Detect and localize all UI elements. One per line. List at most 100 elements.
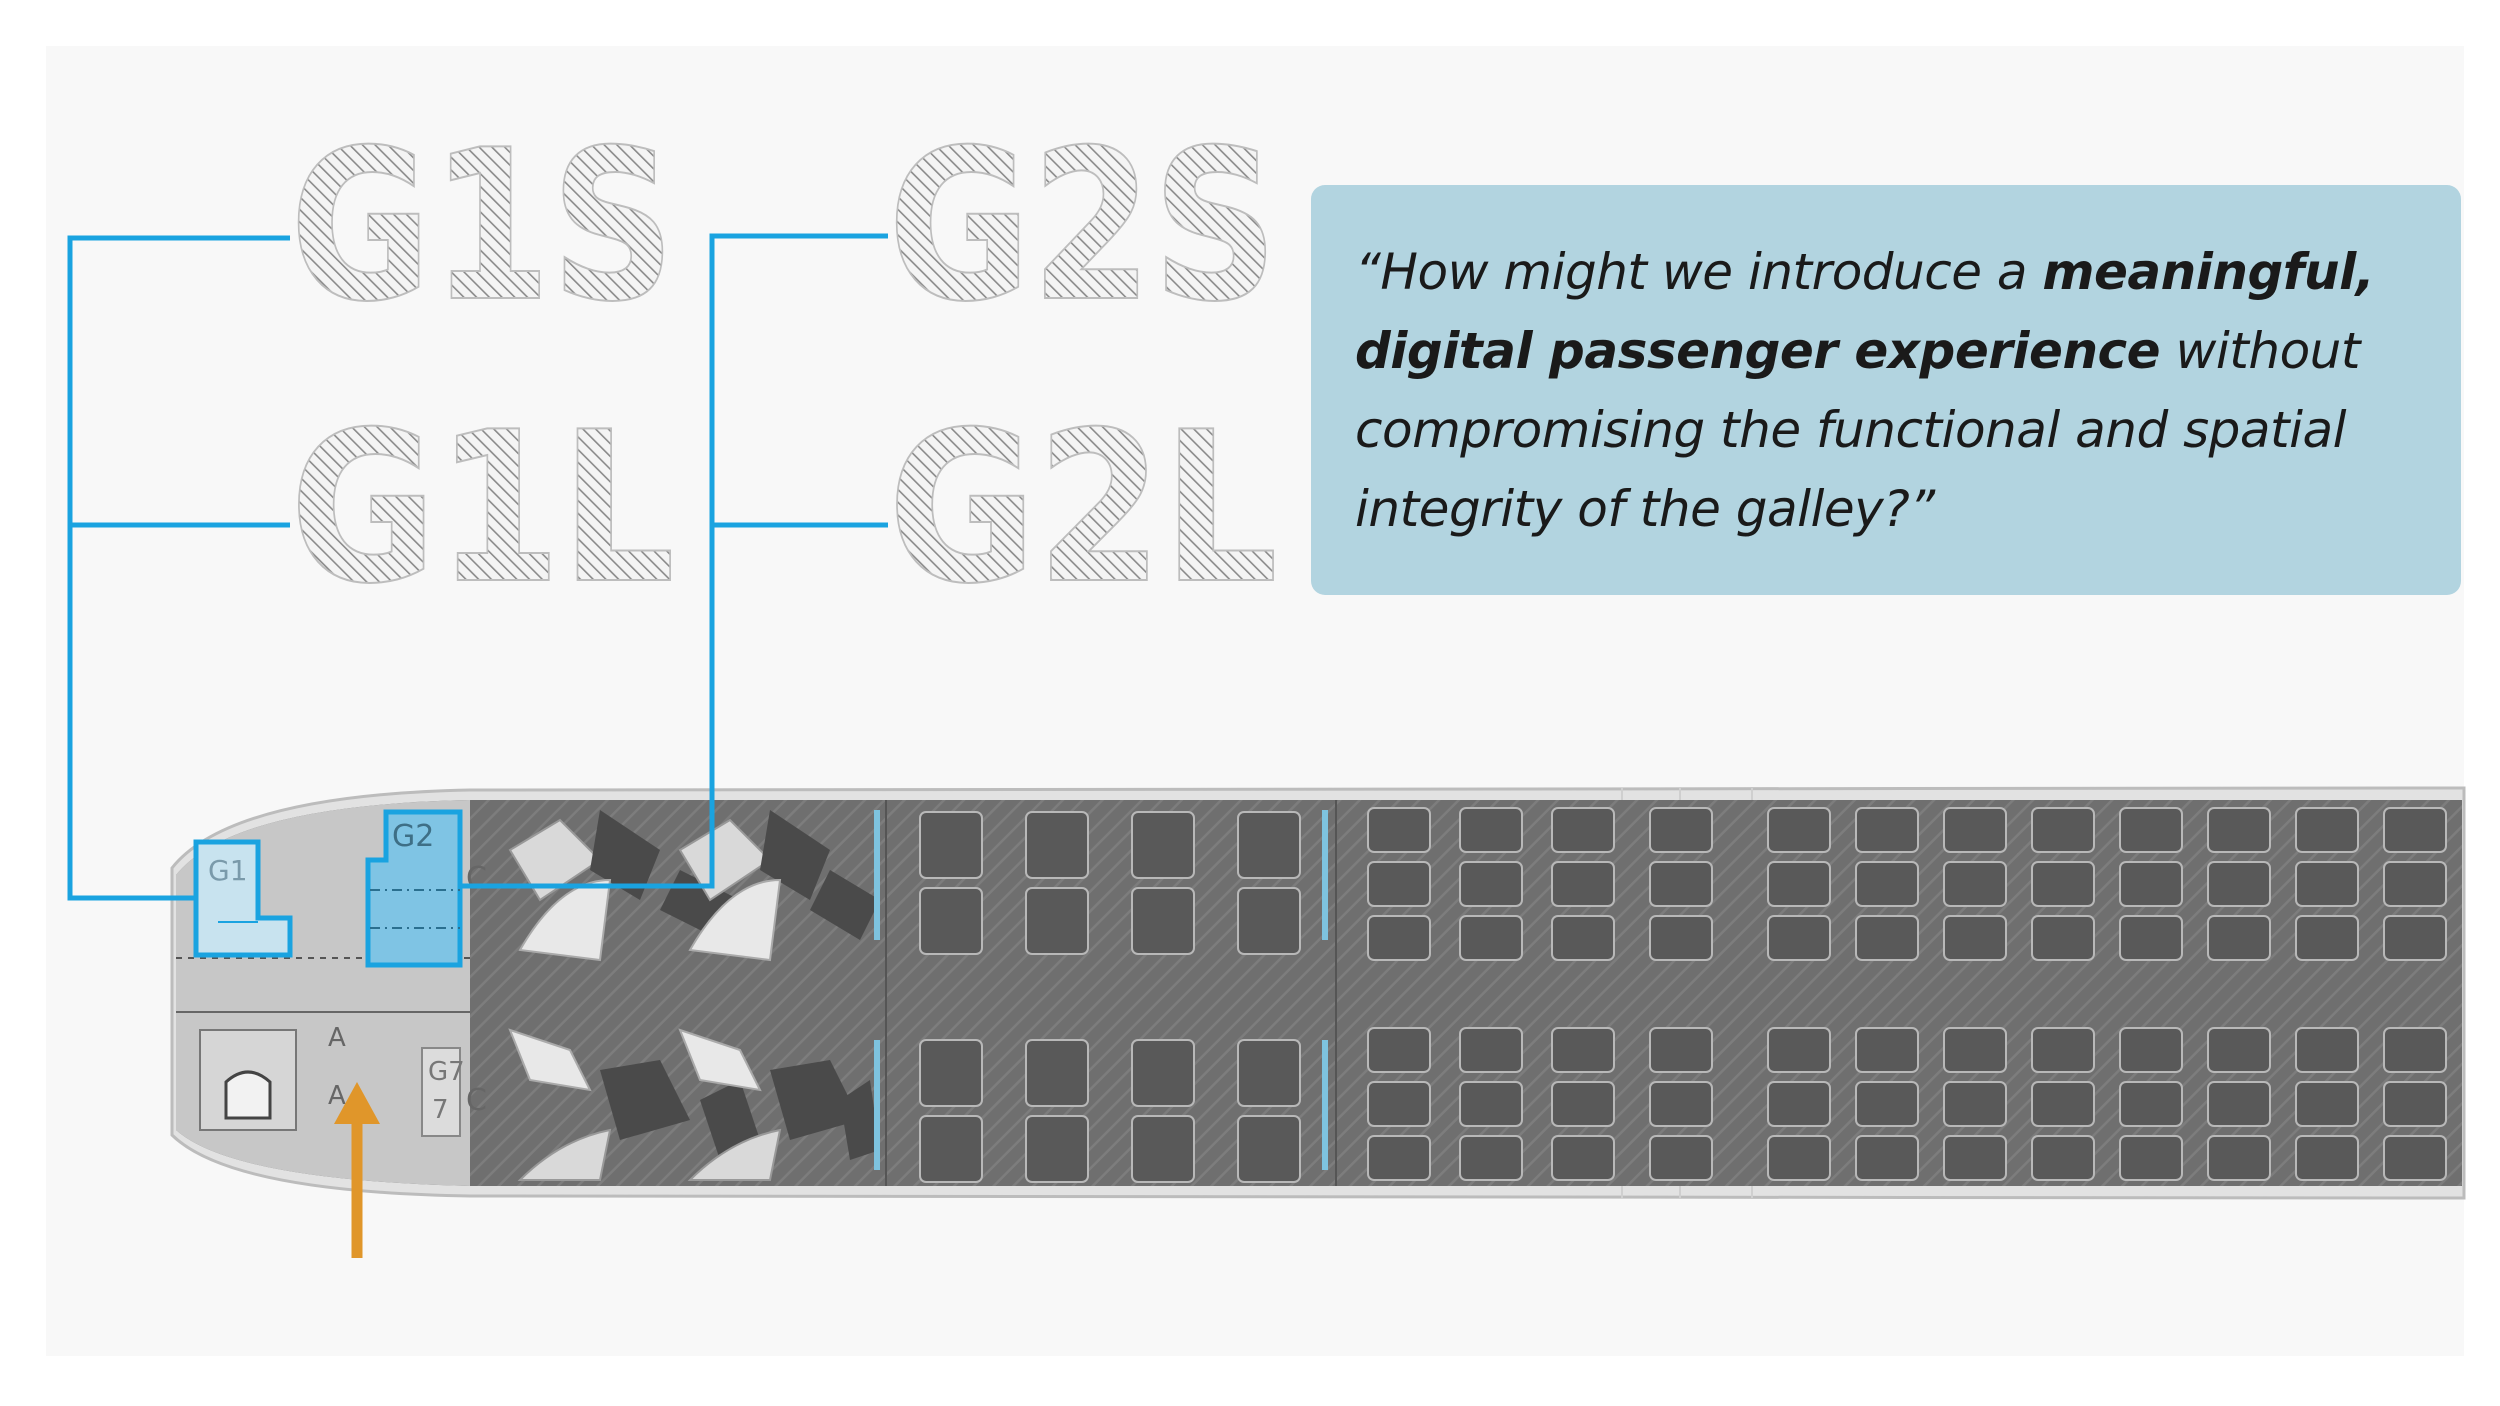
economy-seat bbox=[1767, 915, 1831, 961]
economy-seat bbox=[2031, 1081, 2095, 1127]
economy-seat bbox=[1943, 807, 2007, 853]
economy-seat bbox=[1767, 1081, 1831, 1127]
premium-seat bbox=[1025, 1115, 1089, 1183]
economy-seat bbox=[1551, 807, 1615, 853]
economy-seat bbox=[2207, 1135, 2271, 1181]
premium-seat bbox=[1131, 1039, 1195, 1107]
economy-seat bbox=[2295, 807, 2359, 853]
economy-seat bbox=[1649, 1081, 1713, 1127]
economy-seat bbox=[2383, 807, 2447, 853]
economy-seat bbox=[2119, 1081, 2183, 1127]
economy-seat bbox=[2031, 807, 2095, 853]
economy-seat bbox=[1855, 861, 1919, 907]
economy-seat bbox=[2295, 861, 2359, 907]
economy-seat bbox=[2383, 1081, 2447, 1127]
premium-seat bbox=[919, 887, 983, 955]
galley-code-g1s: G1S bbox=[290, 106, 675, 348]
up-arrow-icon bbox=[334, 1082, 380, 1258]
premium-seat bbox=[1025, 887, 1089, 955]
premium-economy-seats bbox=[919, 811, 1301, 1183]
economy-seat bbox=[1551, 915, 1615, 961]
economy-seat bbox=[2295, 1027, 2359, 1073]
economy-seat bbox=[2383, 861, 2447, 907]
premium-seat bbox=[1237, 1115, 1301, 1183]
economy-seat bbox=[1367, 915, 1431, 961]
economy-seats bbox=[1367, 807, 2447, 1181]
premium-seat bbox=[1237, 887, 1301, 955]
economy-seat bbox=[2207, 861, 2271, 907]
connector-g1 bbox=[67, 235, 290, 901]
economy-seat bbox=[1855, 915, 1919, 961]
premium-seat bbox=[919, 1039, 983, 1107]
economy-seat bbox=[2031, 1135, 2095, 1181]
quote-part-1: “How might we introduce a bbox=[1355, 243, 2043, 301]
economy-seat bbox=[1459, 861, 1523, 907]
galley-code-g2l: G2L bbox=[888, 388, 1278, 630]
door-label-a-1: A bbox=[328, 1023, 346, 1053]
door-label-a-2: A bbox=[328, 1081, 346, 1111]
economy-seat bbox=[1943, 861, 2007, 907]
quote-emphasis: meaningful, digital passenger experience bbox=[1355, 243, 2375, 380]
premium-seat bbox=[1025, 811, 1089, 879]
economy-seat bbox=[1943, 915, 2007, 961]
economy-seat bbox=[1649, 915, 1713, 961]
economy-seat bbox=[2031, 1027, 2095, 1073]
bulkhead-3 bbox=[1322, 810, 1328, 940]
economy-seat bbox=[2207, 1027, 2271, 1073]
economy-seat bbox=[1551, 1081, 1615, 1127]
premium-seat bbox=[1131, 1115, 1195, 1183]
economy-seat bbox=[2383, 1027, 2447, 1073]
economy-seat bbox=[2383, 915, 2447, 961]
economy-seat bbox=[1551, 861, 1615, 907]
connector-lines bbox=[67, 233, 888, 901]
bulkhead-1 bbox=[874, 810, 880, 940]
economy-seat bbox=[1551, 1135, 1615, 1181]
economy-seat bbox=[1649, 1027, 1713, 1073]
premium-seat bbox=[1025, 1039, 1089, 1107]
economy-seat bbox=[2119, 1027, 2183, 1073]
economy-seat bbox=[1367, 1027, 1431, 1073]
economy-seat bbox=[2119, 1135, 2183, 1181]
economy-seat bbox=[1459, 1027, 1523, 1073]
economy-seat bbox=[2383, 1135, 2447, 1181]
galley-label-g2: G2 bbox=[392, 819, 434, 854]
economy-seat bbox=[1943, 1081, 2007, 1127]
galley-label-g7: G7 bbox=[428, 1057, 465, 1087]
economy-seat bbox=[2295, 1135, 2359, 1181]
research-question: “How might we introduce a meaningful, di… bbox=[1355, 233, 2421, 549]
quote-part-2: without compromising the functional and … bbox=[1355, 322, 2360, 538]
galley-g1: G1 bbox=[193, 839, 293, 958]
economy-seat bbox=[1649, 861, 1713, 907]
economy-seat bbox=[1367, 1081, 1431, 1127]
door-label-c-1: C bbox=[466, 861, 487, 896]
bulkhead-4 bbox=[1322, 1040, 1328, 1170]
research-question-box: “How might we introduce a meaningful, di… bbox=[1311, 185, 2461, 595]
galley-label-g1: G1 bbox=[208, 854, 248, 887]
economy-seat bbox=[2207, 1081, 2271, 1127]
economy-seat bbox=[2119, 807, 2183, 853]
economy-seat bbox=[2295, 915, 2359, 961]
economy-seat bbox=[1855, 1081, 1919, 1127]
economy-seat bbox=[1367, 807, 1431, 853]
economy-seat bbox=[1649, 1135, 1713, 1181]
economy-seat bbox=[1649, 807, 1713, 853]
economy-seat bbox=[1855, 1027, 1919, 1073]
economy-seat bbox=[1459, 915, 1523, 961]
economy-seat bbox=[1855, 807, 1919, 853]
economy-seat bbox=[1943, 1027, 2007, 1073]
aircraft-floorplan: G1 G2 G7 7 A A C C bbox=[170, 786, 2466, 1200]
economy-seat bbox=[1459, 1081, 1523, 1127]
economy-seat bbox=[2207, 807, 2271, 853]
premium-seat bbox=[919, 1115, 983, 1183]
economy-seat bbox=[1767, 1027, 1831, 1073]
economy-seat bbox=[2207, 915, 2271, 961]
economy-seat bbox=[1459, 1135, 1523, 1181]
economy-seat bbox=[1367, 1135, 1431, 1181]
business-class-seats bbox=[508, 810, 880, 1181]
premium-seat bbox=[1131, 887, 1195, 955]
economy-seat bbox=[2119, 861, 2183, 907]
economy-seat bbox=[1459, 807, 1523, 853]
economy-seat bbox=[1855, 1135, 1919, 1181]
economy-seat bbox=[2031, 861, 2095, 907]
